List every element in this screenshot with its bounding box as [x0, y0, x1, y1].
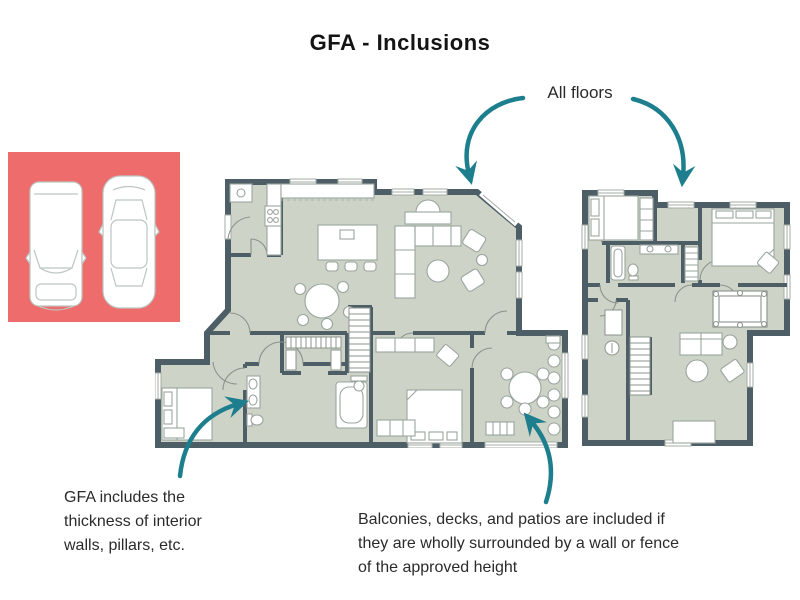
- stairs: [348, 307, 371, 373]
- toilet: [353, 380, 365, 392]
- coffee-table: [426, 259, 450, 283]
- armchair: [720, 358, 745, 383]
- armchair: [756, 251, 780, 274]
- patio-table: [508, 371, 542, 405]
- patio: [485, 335, 561, 436]
- bedroom-top-left: [588, 195, 654, 241]
- kitchen-island: [317, 224, 378, 261]
- stairs: [629, 336, 651, 396]
- all-floors-label: All floors: [547, 83, 613, 102]
- bathtub: [610, 245, 626, 281]
- toilet: [627, 263, 639, 277]
- bathroom: [610, 244, 699, 282]
- gfa-note: GFA includes the thickness of interior w…: [64, 489, 202, 554]
- dining-table: [293, 280, 356, 331]
- garage-illustration: [8, 152, 180, 322]
- two-cars-top-view-icon: [25, 175, 160, 311]
- lounge: [672, 332, 745, 444]
- bathtub: [335, 381, 368, 429]
- master-bedroom: [711, 208, 780, 274]
- hall-and-stairs: [604, 309, 651, 396]
- windows: [155, 178, 569, 448]
- main-floor-plan: [155, 178, 569, 448]
- armchair: [462, 229, 487, 253]
- arrow-all-floors-to-second-plan: [630, 96, 696, 188]
- second-floor-plan: [581, 189, 791, 447]
- round-table: [685, 359, 709, 383]
- van-top-view-icon: [25, 181, 87, 311]
- kitchen: [229, 183, 378, 272]
- bathroom: [246, 375, 368, 429]
- closet-shelves: [684, 246, 699, 282]
- page-title: GFA - Inclusions: [309, 30, 491, 55]
- armchair: [460, 268, 485, 292]
- bedroom-1: [161, 387, 213, 441]
- balconies-note: Balconies, decks, and patios are include…: [358, 511, 680, 576]
- bedroom-2: [375, 337, 463, 444]
- arrow-all-floors-to-main-plan: [455, 95, 526, 185]
- closet-rails: [285, 336, 342, 371]
- living-room-furniture: [394, 199, 489, 299]
- billiard-table: [712, 289, 768, 329]
- sedan-top-view-icon: [98, 175, 160, 309]
- toilet: [250, 414, 264, 426]
